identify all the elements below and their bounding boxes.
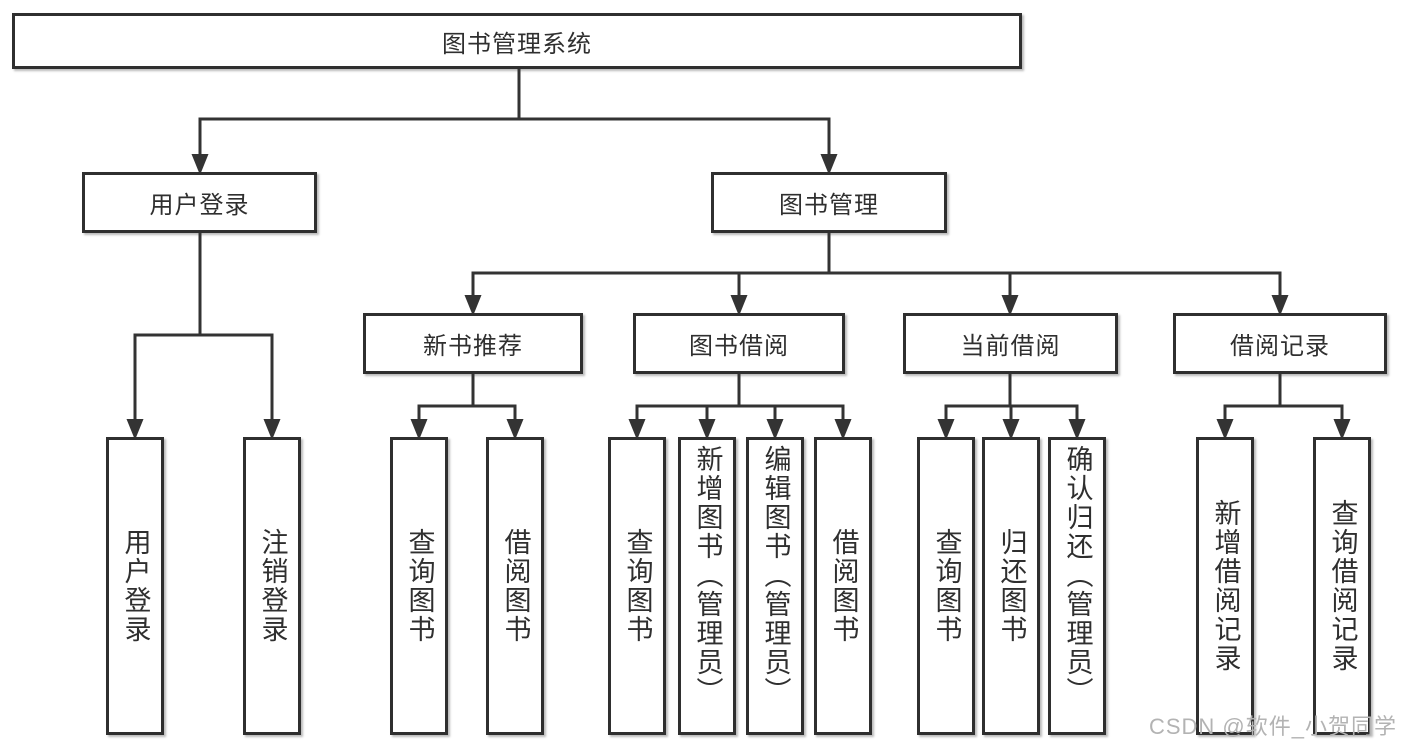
- node-borrow-record: 借阅记录: [1173, 313, 1387, 374]
- node-book-borrow: 图书借阅: [633, 313, 845, 374]
- node-current-borrow: 当前借阅: [903, 313, 1118, 374]
- leaf-borrow-book: 借阅图书: [814, 437, 872, 735]
- node-user-login: 用户登录: [82, 172, 317, 233]
- leaf-user-login: 用户登录: [106, 437, 164, 735]
- leaf-confirm-return-admin: 确认归还（管理员）: [1048, 437, 1106, 735]
- node-new-book-recommend: 新书推荐: [363, 313, 583, 374]
- arrowhead-icons: [126, 154, 1351, 440]
- leaf-query-borrow-record: 查询借阅记录: [1313, 437, 1371, 735]
- leaf-query-book-borrow: 查询图书: [608, 437, 666, 735]
- node-book-management: 图书管理: [711, 172, 947, 233]
- leaf-logout: 注销登录: [243, 437, 301, 735]
- csdn-watermark: CSDN @软件_小贺同学: [1148, 714, 1397, 739]
- leaf-borrow-book-recommend: 借阅图书: [486, 437, 544, 735]
- leaf-add-borrow-record: 新增借阅记录: [1196, 437, 1254, 735]
- node-root-library-system: 图书管理系统: [12, 13, 1022, 69]
- leaf-edit-book-admin: 编辑图书（管理员）: [746, 437, 804, 735]
- leaf-query-book-current: 查询图书: [917, 437, 975, 735]
- leaf-add-book-admin: 新增图书（管理员）: [678, 437, 736, 735]
- leaf-query-book-recommend: 查询图书: [390, 437, 448, 735]
- leaf-return-book: 归还图书: [982, 437, 1040, 735]
